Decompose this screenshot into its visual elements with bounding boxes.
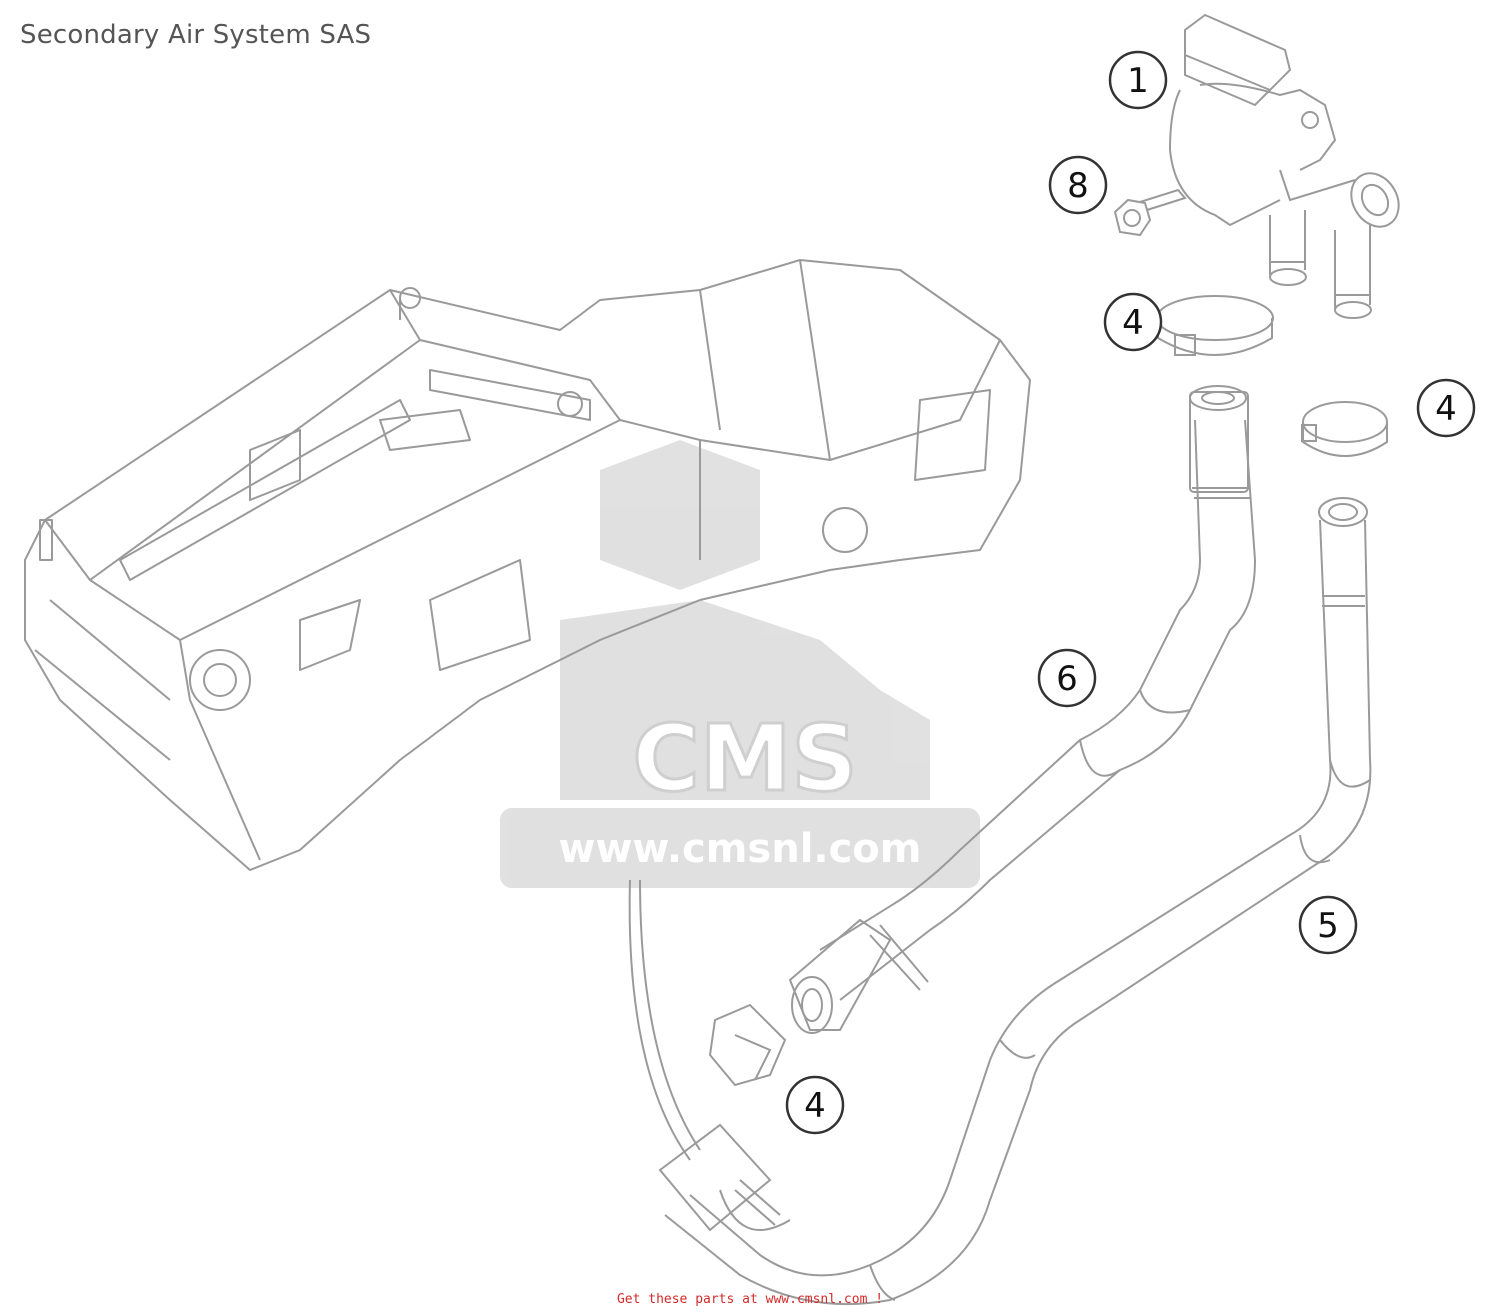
callout-4-upper-left: 4: [1103, 292, 1163, 352]
callout-label: 6: [1056, 659, 1078, 699]
callout-4-upper-right: 4: [1416, 378, 1476, 438]
watermark-text: CMS: [632, 705, 857, 812]
callout-6: 6: [1037, 648, 1097, 708]
hose-6: [788, 385, 1257, 1034]
hose-5: [658, 497, 1372, 1306]
callout-label: 5: [1317, 906, 1339, 946]
page-title: Secondary Air System SAS: [20, 20, 372, 50]
callout-label: 4: [1122, 303, 1144, 343]
callout-5: 5: [1298, 895, 1358, 955]
bolt: [1113, 188, 1187, 237]
callout-label: 4: [1435, 389, 1457, 429]
callout-label: 8: [1067, 166, 1089, 206]
watermark-url: www.cmsnl.com: [559, 826, 922, 872]
airbox-housing: [24, 259, 1031, 871]
callout-8: 8: [1048, 155, 1108, 215]
footer-link[interactable]: Get these parts at www.cmsnl.com !: [616, 1292, 884, 1307]
hose-clamp-right: [1301, 401, 1388, 457]
cms-watermark: CMS www.cmsnl.com: [500, 440, 980, 888]
callout-label: 4: [804, 1086, 826, 1126]
callout-label: 1: [1127, 61, 1149, 101]
callout-4-lower: 4: [785, 1075, 845, 1135]
callout-1: 1: [1108, 50, 1168, 110]
hose-bundle-thin: [628, 879, 701, 1161]
sas-valve: [1168, 13, 1400, 319]
hose-clamp-left: [1156, 295, 1274, 356]
cap-fitting: [708, 1003, 787, 1087]
